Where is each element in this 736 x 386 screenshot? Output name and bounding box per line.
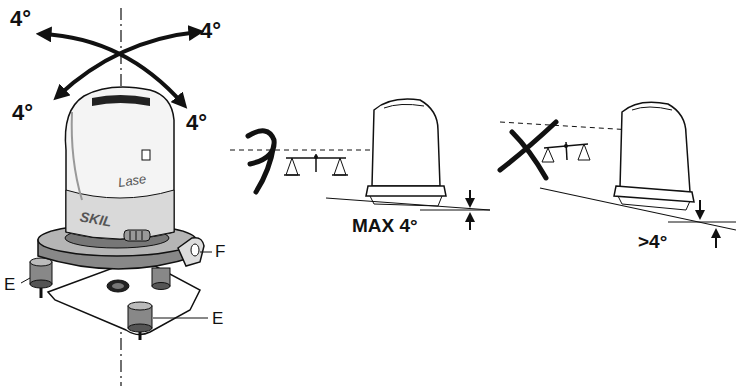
part-label: E — [4, 276, 15, 293]
angle-label: 4° — [200, 20, 221, 42]
part-label: E — [212, 310, 223, 327]
tilt-limit: MAX 4° — [352, 216, 418, 235]
part-label: F — [215, 243, 225, 260]
brand-text: Lase — [117, 172, 147, 189]
angle-label: 4° — [12, 102, 33, 124]
tilt-limit: >4° — [638, 232, 667, 251]
laser-head — [65, 87, 174, 241]
angle-label: 4° — [186, 112, 207, 134]
tripod-base — [30, 258, 200, 340]
leader-line — [200, 252, 212, 253]
angle-label: 4° — [10, 8, 31, 30]
wrong-example — [500, 102, 736, 248]
tilt-arrow — [58, 32, 198, 96]
leader-line — [153, 318, 208, 319]
ok-example — [230, 99, 490, 230]
leader-line — [21, 278, 30, 283]
